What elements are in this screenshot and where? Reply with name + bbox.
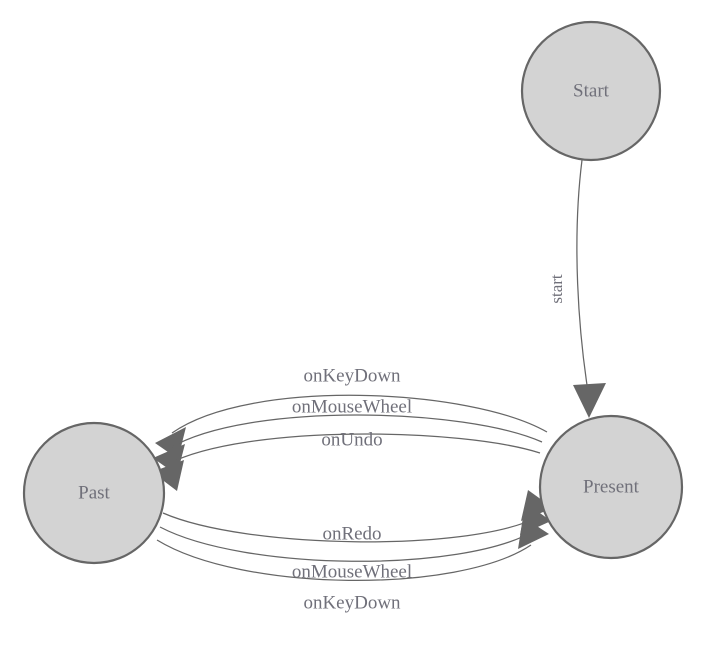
edge-past-to-present-onmousewheel-path (159, 526, 535, 562)
edge-label-present-to-past-onundo: onUndo (321, 429, 382, 450)
node-present-circle (538, 414, 684, 560)
edge-present-to-past-onmousewheel-path (169, 414, 543, 449)
node-past-circle (22, 421, 166, 565)
edge-past-to-present-onkeydown[interactable] (156, 517, 549, 582)
node-start-circle (520, 20, 662, 162)
arrowhead-into-present-start (573, 383, 606, 418)
edge-label-start: start (547, 274, 566, 304)
edge-label-present-to-past-onmousewheel: onMouseWheel (292, 396, 412, 417)
edge-past-to-present-onkeydown-path (156, 539, 532, 582)
edge-present-to-past-onundo[interactable] (152, 433, 541, 491)
arrowhead-into-past-onundo (152, 460, 184, 491)
edge-past-to-present-onredo-path (162, 512, 537, 543)
node-start-label: Start (573, 80, 610, 101)
node-start[interactable]: Start (520, 20, 662, 162)
node-present-label: Present (583, 476, 640, 497)
edge-label-past-to-present-onmousewheel: onMouseWheel (292, 561, 412, 582)
edge-start-to-present[interactable] (573, 159, 606, 418)
edge-present-to-past-onundo-path (167, 433, 541, 465)
edge-present-to-past-onkeydown-path (171, 394, 548, 434)
arrowhead-into-present-onkeydown (518, 517, 549, 549)
edge-label-present-to-past-onkeydown: onKeyDown (303, 365, 401, 386)
edge-label-past-to-present-onredo: onRedo (322, 523, 381, 544)
node-past[interactable]: Past (22, 421, 166, 565)
edge-label-past-to-present-onkeydown: onKeyDown (303, 592, 401, 613)
edge-start-to-present-path (576, 159, 590, 399)
node-present[interactable]: Present (538, 414, 684, 560)
node-past-label: Past (78, 482, 110, 503)
